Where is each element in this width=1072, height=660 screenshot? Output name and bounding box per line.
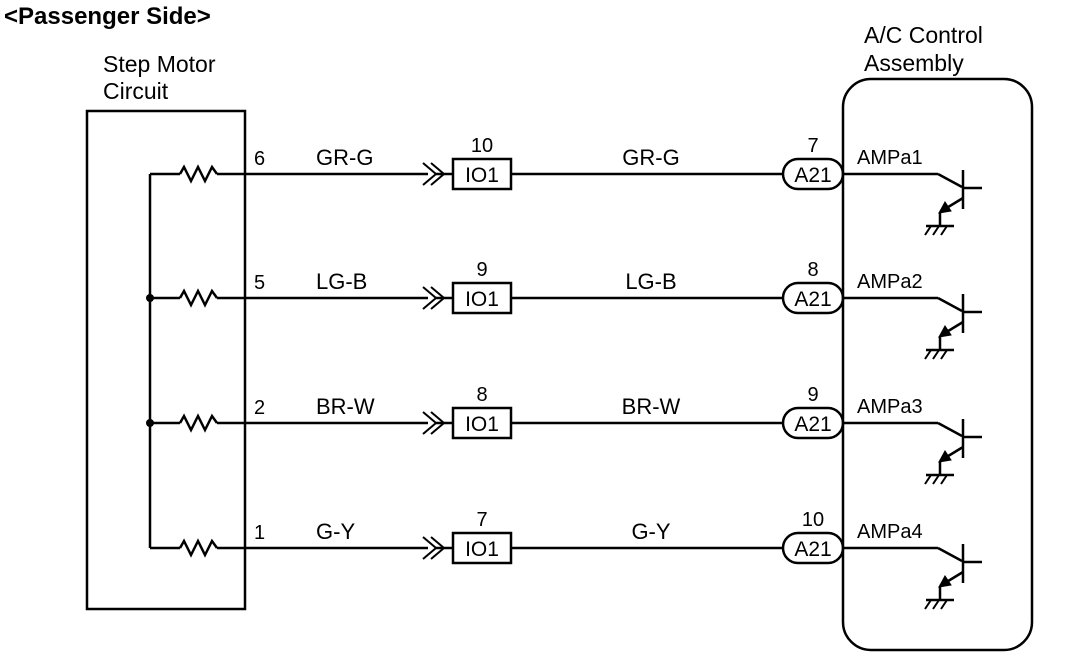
- wire-color-right: LG-B: [625, 269, 676, 294]
- junction-connector-label: IO1: [465, 413, 499, 436]
- signal-name: AMPa1: [857, 147, 923, 169]
- motor-pin-number: 2: [254, 397, 265, 419]
- junction-pin-number: 9: [476, 259, 487, 281]
- signal-name: AMPa3: [857, 396, 923, 418]
- junction-connector-label: IO1: [465, 164, 499, 187]
- left-box-title-line2: Circuit: [103, 78, 169, 104]
- ground-hatch: [940, 599, 948, 610]
- motor-pin-number: 6: [254, 148, 265, 170]
- emitter-arrow: [938, 575, 952, 588]
- wire-color-left: G-Y: [316, 519, 355, 544]
- ground-hatch: [924, 225, 932, 236]
- wire-color-right: BR-W: [622, 394, 681, 419]
- diagram-title: <Passenger Side>: [4, 3, 211, 30]
- ground-hatch: [940, 474, 948, 485]
- signal-name: AMPa4: [857, 521, 923, 543]
- motor-pin-number: 5: [254, 272, 265, 294]
- emitter-arrow: [938, 325, 952, 338]
- ground-hatch: [924, 599, 932, 610]
- ac-control-assembly-box: [841, 77, 1034, 652]
- junction-pin-number: 10: [471, 135, 493, 157]
- junction-connector-label: IO1: [465, 288, 499, 311]
- left-box-title-line1: Step Motor: [103, 51, 216, 77]
- ecu-connector-label: A21: [794, 164, 831, 187]
- base-to-bar: [937, 546, 963, 563]
- ground-hatch: [932, 225, 940, 236]
- ground-hatch: [940, 349, 948, 360]
- motor-pin-number: 1: [254, 522, 265, 544]
- ground-hatch: [932, 474, 940, 485]
- emitter-arrow: [938, 450, 952, 463]
- base-to-bar: [937, 421, 963, 438]
- wire-color-right: G-Y: [631, 519, 670, 544]
- wire-color-right: GR-G: [622, 145, 679, 170]
- ground-hatch: [932, 349, 940, 360]
- ecu-pin-number: 9: [807, 384, 818, 406]
- resistor-zigzag: [178, 164, 219, 184]
- right-box-title-line1: A/C Control: [864, 22, 983, 48]
- ground-hatch: [924, 349, 932, 360]
- ground-hatch: [940, 225, 948, 236]
- ecu-connector-label: A21: [794, 538, 831, 561]
- right-box-title-line2: Assembly: [864, 50, 964, 76]
- junction-pin-number: 8: [476, 384, 487, 406]
- ecu-connector-label: A21: [794, 413, 831, 436]
- base-to-bar: [937, 172, 963, 189]
- ground-hatch: [932, 599, 940, 610]
- junction-pin-number: 7: [476, 509, 487, 531]
- resistor-zigzag: [178, 288, 219, 308]
- step-motor-circuit-box: [85, 109, 247, 611]
- wire-color-left: GR-G: [316, 145, 373, 170]
- ecu-pin-number: 8: [807, 259, 818, 281]
- resistor-zigzag: [178, 413, 219, 433]
- ecu-pin-number: 7: [807, 135, 818, 157]
- signal-name: AMPa2: [857, 271, 923, 293]
- resistor-zigzag: [178, 538, 219, 558]
- wire-color-left: BR-W: [316, 394, 375, 419]
- emitter-arrow: [938, 201, 952, 214]
- base-to-bar: [937, 296, 963, 313]
- junction-connector-label: IO1: [465, 538, 499, 561]
- ecu-connector-label: A21: [794, 288, 831, 311]
- ground-hatch: [924, 474, 932, 485]
- ecu-pin-number: 10: [802, 509, 824, 531]
- wire-color-left: LG-B: [316, 269, 367, 294]
